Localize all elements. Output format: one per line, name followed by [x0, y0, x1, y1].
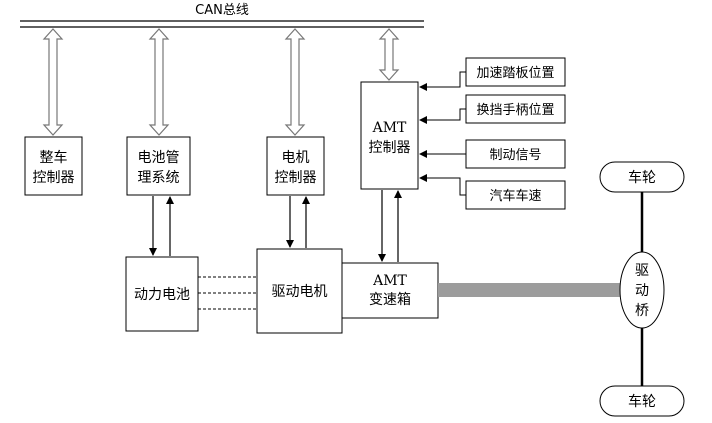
input-brake: 制动信号 — [419, 139, 566, 169]
motor-controller-signal-arrows — [286, 196, 310, 248]
drive-axle: 驱 动 桥 — [619, 251, 665, 329]
amt-controller-signal-arrows — [378, 190, 402, 262]
input-accelerator-label: 加速踏板位置 — [476, 66, 554, 81]
drive-axle-label-line1: 驱 — [635, 263, 649, 279]
motor-controller-box: 电机 控制器 — [266, 136, 325, 196]
vehicle-controller-box: 整车 控制器 — [24, 136, 83, 196]
battery-motor-electric-link — [198, 276, 257, 310]
input-speed-label: 汽车车速 — [489, 188, 541, 204]
can-bus: CAN总线 — [20, 3, 424, 28]
input-brake-label: 制动信号 — [489, 148, 541, 163]
amt-controller-box: AMT 控制器 — [360, 81, 419, 190]
amt-controller-label-line1: AMT — [372, 120, 407, 136]
drive-axle-label-line2: 动 — [635, 283, 649, 299]
wheel-bottom: 车轮 — [599, 385, 685, 417]
motor-controller-label-line2: 控制器 — [275, 170, 317, 186]
motor-controller-label-line1: 电机 — [282, 150, 310, 166]
amt-gearbox-box: AMT 变速箱 — [341, 262, 439, 319]
input-shift-lever: 换挡手柄位置 — [419, 94, 566, 124]
wheel-top: 车轮 — [599, 161, 685, 193]
can-connection-vehicle-controller — [42, 28, 64, 136]
input-shift-lever-label: 换挡手柄位置 — [476, 103, 554, 118]
battery-management-label-line2: 理系统 — [138, 170, 180, 186]
can-connection-amt-controller — [378, 28, 400, 81]
amt-gearbox-label-line2: 变速箱 — [369, 292, 411, 308]
wheel-bottom-label: 车轮 — [628, 393, 656, 410]
battery-management-label-line1: 电池管 — [138, 150, 180, 166]
battery-management-signal-arrows — [149, 196, 174, 256]
drive-shaft — [438, 283, 624, 297]
can-connection-motor-controller — [284, 28, 306, 136]
wheel-top-label: 车轮 — [628, 169, 656, 186]
vehicle-controller-label-line1: 整车 — [40, 149, 68, 166]
power-battery-label: 动力电池 — [134, 287, 190, 303]
drive-axle-label-line3: 桥 — [635, 303, 649, 319]
can-bus-label: CAN总线 — [195, 3, 249, 18]
amt-gearbox-label-line1: AMT — [372, 273, 407, 289]
vehicle-controller-label-line2: 控制器 — [33, 170, 75, 186]
amt-controller-label-line2: 控制器 — [369, 140, 411, 156]
drive-motor-box: 驱动电机 — [256, 248, 343, 334]
can-connection-battery-management — [148, 28, 170, 136]
input-accelerator: 加速踏板位置 — [419, 57, 566, 91]
drive-motor-label: 驱动电机 — [272, 284, 328, 300]
power-battery-box: 动力电池 — [125, 256, 199, 332]
battery-management-box: 电池管 理系统 — [126, 136, 191, 196]
input-speed: 汽车车速 — [419, 174, 566, 210]
